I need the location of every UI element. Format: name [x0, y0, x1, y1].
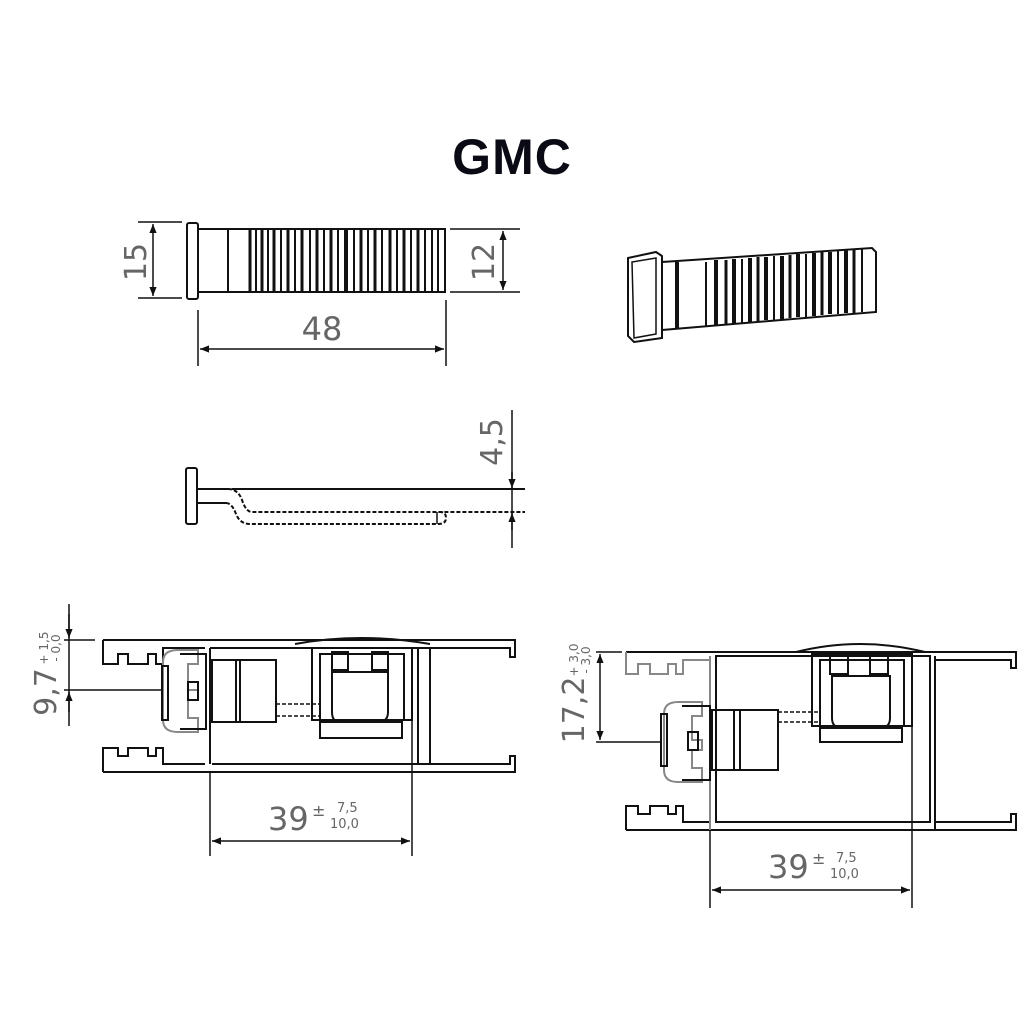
svg-text:±: ± [312, 801, 325, 820]
tol-17-2-plus: + 3,0 [567, 644, 581, 677]
dim-17-2: 17,2 [557, 677, 592, 744]
iso-view [627, 246, 877, 344]
drawing-title: GMC [452, 129, 572, 185]
tol-9-7-plus: + 1,5 [37, 632, 51, 665]
tol-39-left-plus: 7,5 [337, 801, 358, 816]
dim-12: 12 [467, 243, 502, 281]
section-left: 9,7 + 1,5 - 0,0 39 ± 7,5 10,0 [29, 604, 516, 856]
svg-text:±: ± [812, 849, 825, 868]
tol-39-left-minus: 10,0 [330, 817, 359, 832]
tol-17-2-minus: - 3,0 [579, 646, 593, 673]
side-view: 15 12 48 [119, 221, 520, 366]
tol-9-7-minus: - 0,0 [49, 634, 63, 661]
dim-4-5: 4,5 [475, 418, 510, 466]
dim-9-7: 9,7 [29, 668, 64, 716]
dim-39-left: 39 [268, 800, 309, 838]
dim-48: 48 [302, 310, 343, 348]
tol-39-right-plus: 7,5 [836, 851, 857, 866]
dim-15: 15 [119, 243, 154, 281]
tol-39-right-minus: 10,0 [830, 867, 859, 882]
top-view: 4,5 [185, 410, 525, 548]
dim-39-right: 39 [768, 848, 809, 886]
section-right: 17,2 + 3,0 - 3,0 39 ± 7,5 10,0 [557, 643, 1017, 908]
ribs [248, 229, 439, 292]
